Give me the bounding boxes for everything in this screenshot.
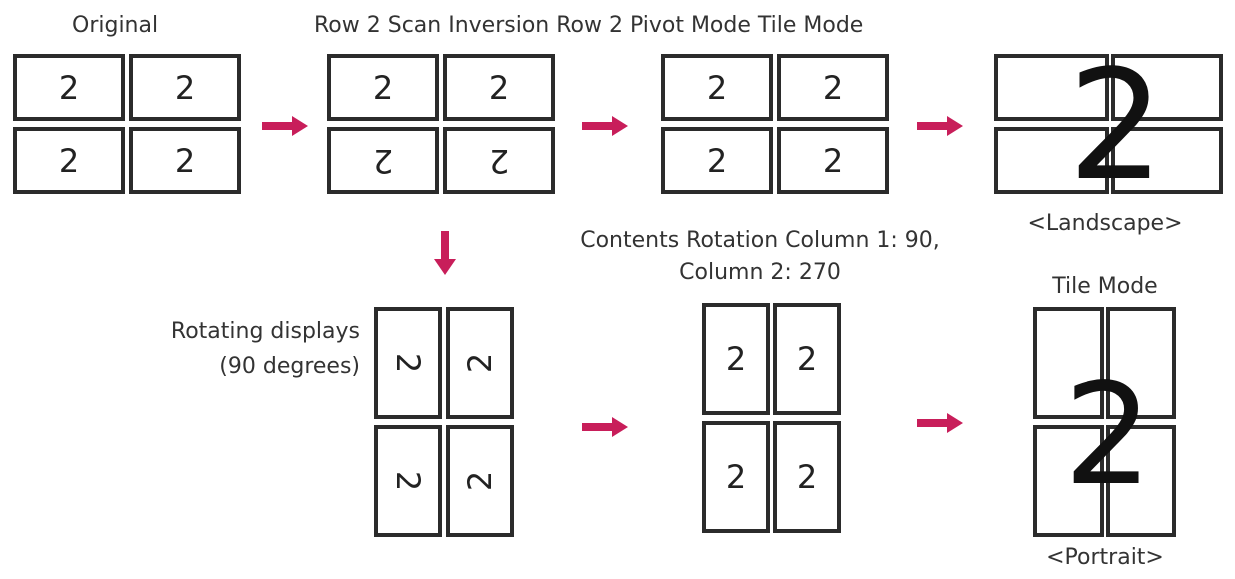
tile-digit: 2 (174, 68, 196, 107)
tile-digit: 2 (372, 141, 394, 180)
tile-digit: 2 (706, 141, 728, 180)
tile-digit: 2 (174, 141, 196, 180)
display-tile: 2 (661, 127, 773, 194)
label-portrait: <Portrait> (1046, 545, 1164, 570)
tile-digit: 2 (796, 340, 818, 378)
display-tile: 2 (777, 127, 889, 194)
label-rotating-line2: (90 degrees) (219, 354, 360, 379)
tile-digit: 2 (460, 352, 499, 374)
arrow-right-icon (582, 116, 628, 136)
tile-digit: 2 (388, 470, 427, 492)
tile-digit: 2 (725, 458, 747, 496)
display-tile (1106, 425, 1176, 537)
display-tile: 2 (773, 303, 841, 415)
label-rotation-line1: Contents Rotation Column 1: 90, (580, 228, 940, 253)
tile-digit: 2 (58, 141, 80, 180)
display-tile: 2 (773, 421, 841, 533)
arrow-down-icon (434, 231, 456, 275)
display-tile: 2 (661, 54, 773, 121)
display-tile: 2 (129, 127, 241, 194)
display-tile (1111, 127, 1223, 194)
display-tile (994, 54, 1109, 121)
tiled-content-digit: 2 (1067, 37, 1165, 214)
tile-digit: 2 (460, 470, 499, 492)
display-tile (1033, 307, 1104, 419)
tile-digit: 2 (822, 141, 844, 180)
display-tile-rotated: 2 (374, 425, 442, 537)
tile-digit: 2 (388, 352, 427, 374)
display-tile: 2 (129, 54, 241, 121)
display-tile: 2 (327, 54, 439, 121)
display-tile (1111, 54, 1223, 121)
tile-digit: 2 (58, 68, 80, 107)
display-tile: 2 (13, 127, 125, 194)
tiled-content-digit: 2 (1063, 354, 1153, 517)
arrow-right-icon (262, 116, 308, 136)
tile-digit: 2 (488, 141, 510, 180)
display-tile (1106, 307, 1176, 419)
display-tile: 2 (777, 54, 889, 121)
display-tile-inverted: 2 (443, 127, 555, 194)
display-tile (1033, 425, 1104, 537)
display-tile-rotated: 2 (446, 307, 514, 419)
display-tile: 2 (13, 54, 125, 121)
tile-digit: 2 (706, 68, 728, 107)
display-tile (994, 127, 1109, 194)
tile-digit: 2 (372, 68, 394, 107)
label-rotating-line1: Rotating displays (170, 319, 360, 344)
tile-digit: 2 (796, 458, 818, 496)
tile-digit: 2 (822, 68, 844, 107)
display-tile: 2 (702, 303, 770, 415)
label-rotation-line2: Column 2: 270 (679, 260, 841, 285)
label-original: Original (72, 13, 159, 38)
tile-digit: 2 (725, 340, 747, 378)
arrow-right-icon (917, 116, 963, 136)
label-steps: Row 2 Scan Inversion Row 2 Pivot Mode Ti… (314, 13, 864, 38)
label-landscape: <Landscape> (1027, 211, 1183, 236)
arrow-right-icon (582, 417, 628, 437)
tile-digit: 2 (488, 68, 510, 107)
arrow-right-icon (917, 413, 963, 433)
display-tile: 2 (702, 421, 770, 533)
display-tile-rotated: 2 (446, 425, 514, 537)
display-tile-rotated: 2 (374, 307, 442, 419)
label-tile-mode: Tile Mode (1052, 274, 1158, 299)
display-tile-inverted: 2 (327, 127, 439, 194)
display-tile: 2 (443, 54, 555, 121)
